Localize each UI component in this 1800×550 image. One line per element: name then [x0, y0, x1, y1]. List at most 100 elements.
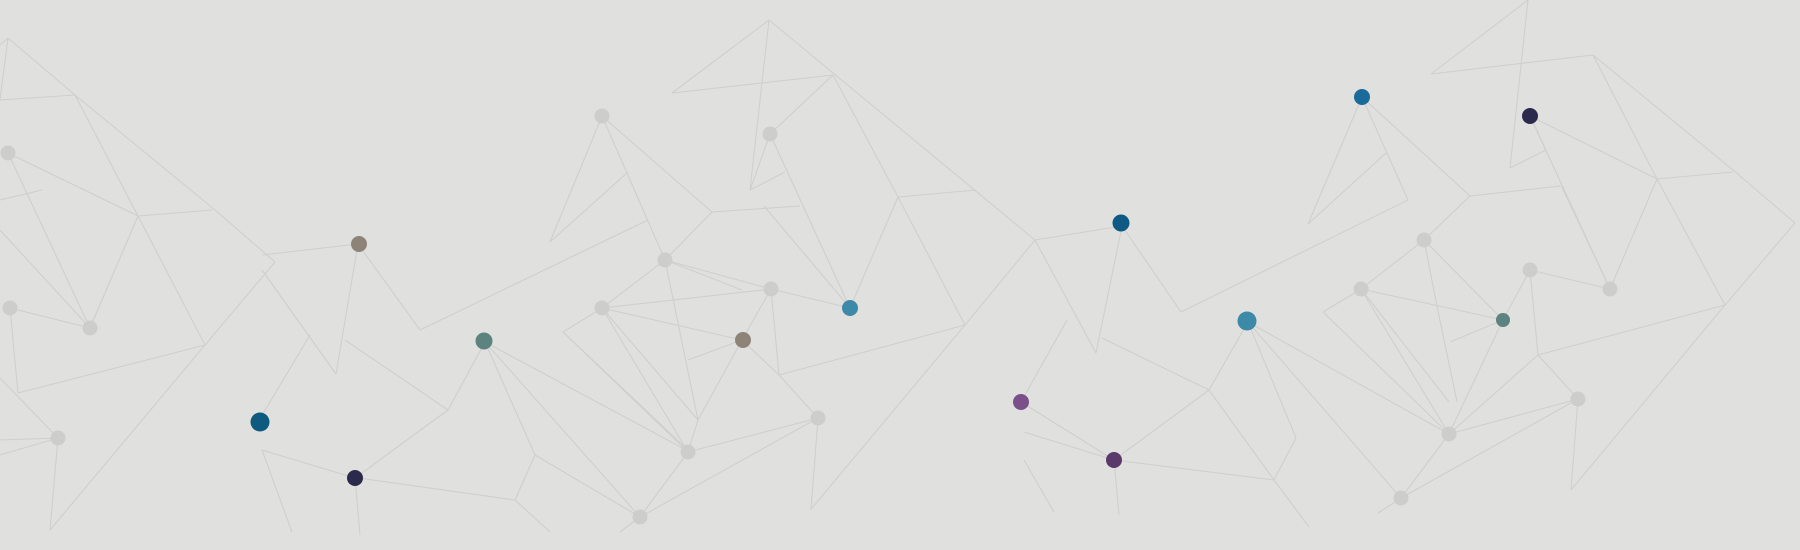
network-node-inactive	[1353, 281, 1369, 297]
network-edge	[137, 209, 213, 217]
network-edge	[562, 307, 603, 333]
network-edge	[1208, 389, 1275, 481]
network-edge	[484, 341, 691, 453]
network-edge	[0, 37, 9, 101]
network-edge	[601, 115, 666, 261]
network-edge	[74, 94, 216, 211]
network-edge	[261, 243, 359, 256]
network-edge	[1400, 398, 1579, 499]
network-edge	[1570, 304, 1726, 491]
network-edge	[1529, 269, 1611, 290]
network-edge	[1537, 354, 1579, 400]
network-node-inactive	[594, 108, 610, 124]
network-node-inactive	[1570, 391, 1586, 407]
network-edge	[1570, 398, 1579, 491]
network-edge	[749, 19, 770, 191]
network-edge	[1502, 269, 1531, 321]
network-edge	[1423, 195, 1471, 241]
network-edge	[1732, 169, 1796, 224]
network-node-inactive	[1441, 426, 1457, 442]
network-edge	[763, 205, 851, 309]
network-node-inactive	[50, 430, 66, 446]
network-edge	[1322, 311, 1450, 435]
edge-layer	[0, 0, 1796, 536]
network-edge	[778, 374, 819, 419]
network-node-accent	[347, 470, 363, 486]
network-edge	[687, 339, 743, 361]
network-edge	[9, 307, 91, 329]
network-edge	[768, 19, 1036, 241]
network-edge	[1436, 305, 1458, 403]
network-edge	[1509, 0, 1529, 169]
network-node-inactive	[1393, 490, 1409, 506]
network-edge	[1361, 96, 1409, 201]
network-edge	[7, 37, 76, 96]
network-edge	[1247, 321, 1402, 499]
network-node-inactive	[763, 281, 779, 297]
network-node-accent	[1237, 311, 1257, 331]
network-edge	[1360, 288, 1450, 435]
network-edge	[671, 19, 770, 94]
network-edge	[335, 243, 359, 375]
network-edge	[89, 215, 139, 329]
network-edge	[770, 288, 851, 309]
network-edge	[897, 189, 977, 198]
network-edge	[1023, 459, 1055, 513]
network-edge	[849, 196, 899, 309]
network-edge	[1430, 0, 1529, 75]
network-node-accent	[1013, 394, 1029, 410]
network-node-accent	[475, 332, 493, 350]
network-node-accent	[351, 236, 367, 252]
network-edge	[0, 189, 43, 201]
network-edge	[711, 205, 801, 213]
network-edge	[1449, 319, 1504, 343]
network-edge	[1609, 178, 1658, 290]
network-edge	[1430, 54, 1594, 75]
network-edge	[1247, 321, 1450, 435]
network-edge	[601, 307, 743, 341]
network-edge	[741, 288, 772, 341]
network-edge	[549, 115, 603, 243]
network-edge	[1121, 225, 1182, 313]
network-edge	[257, 334, 311, 423]
network-edge	[214, 209, 276, 263]
network-edge	[1592, 54, 1658, 180]
network-edge	[1423, 239, 1438, 307]
network-edge	[749, 171, 786, 191]
network-edge	[1448, 398, 1579, 435]
network-edge	[769, 133, 851, 309]
network-edge	[697, 339, 743, 421]
network-edge	[1034, 239, 1097, 354]
network-edge	[204, 261, 276, 346]
network-edge	[514, 454, 536, 501]
network-edge	[261, 449, 356, 479]
network-edge	[354, 409, 449, 479]
network-node-inactive	[1416, 232, 1432, 248]
network-edge	[0, 377, 59, 439]
network-edge	[49, 344, 206, 531]
network-edge	[810, 417, 819, 511]
network-edge	[770, 288, 780, 376]
network-edge	[964, 239, 1036, 326]
network-edge	[9, 307, 19, 394]
network-edge	[0, 37, 9, 46]
network-edge	[137, 215, 206, 346]
network-edge	[7, 152, 139, 217]
network-edge	[1273, 479, 1310, 528]
network-edge	[549, 171, 629, 243]
network-edge	[562, 331, 691, 453]
network-edge	[1448, 319, 1504, 435]
network-edge	[1400, 433, 1450, 499]
network-node-accent	[1112, 214, 1130, 232]
network-node-inactive	[2, 300, 18, 316]
network-edge	[74, 94, 139, 217]
network-node-inactive	[632, 509, 648, 525]
network-node-accent	[735, 332, 751, 348]
network-node-accent	[250, 412, 270, 432]
network-edge	[1023, 431, 1115, 461]
network-node-accent	[1496, 313, 1510, 327]
network-edge	[484, 341, 536, 456]
network-edge	[0, 229, 91, 329]
network-node-inactive	[657, 252, 673, 268]
